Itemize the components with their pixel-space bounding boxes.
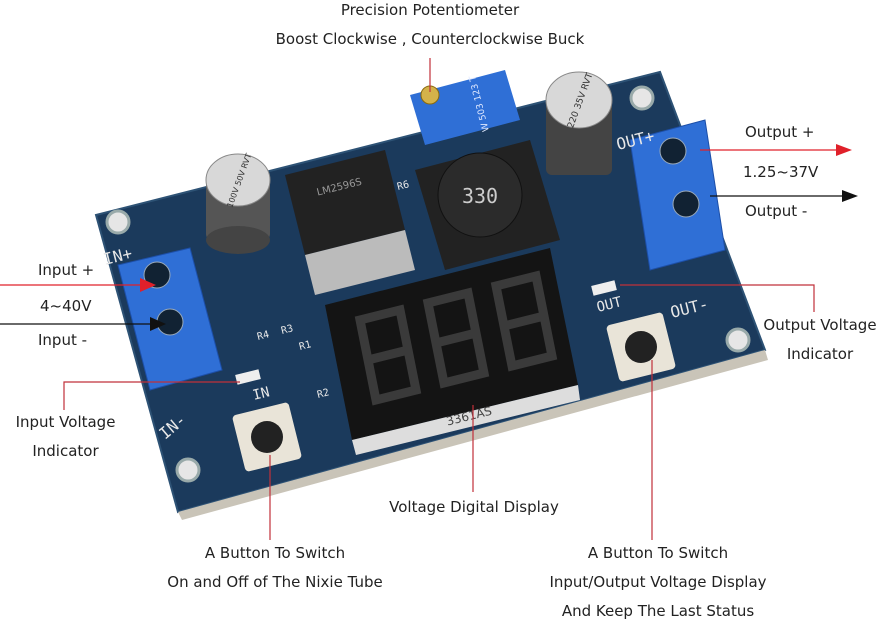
capacitor-left: 100V 50V RVT <box>205 152 271 254</box>
label-line: Output Voltage <box>763 316 877 334</box>
potentiometer: W 503 123 T <box>410 70 520 145</box>
mounting-holes <box>105 85 751 483</box>
label-display: Voltage Digital Display <box>389 498 559 516</box>
seven-segment-display: 3361AS <box>325 248 580 455</box>
label-input-indicator: Input Voltage Indicator <box>8 408 123 466</box>
label-line: A Button To Switch <box>204 544 346 562</box>
label-line: On and Off of The Nixie Tube <box>167 573 383 591</box>
label-input-range: 4~40V <box>40 297 92 315</box>
silk-in-led: IN <box>251 384 271 404</box>
silk-resistor: R4 <box>256 329 270 343</box>
label-line: Indicator <box>786 345 854 363</box>
label-line: And Keep The Last Status <box>561 602 755 620</box>
label-line: Precision Potentiometer <box>340 1 520 19</box>
label-line: Indicator <box>32 442 99 460</box>
label-line: A Button To Switch <box>587 544 729 562</box>
inductor-marking: 330 <box>462 184 498 208</box>
label-output-indicator: Output Voltage Indicator <box>755 311 884 369</box>
label-input-plus: Input + <box>38 261 95 279</box>
label-button-left: A Button To Switch On and Off of The Nix… <box>145 539 405 597</box>
silk-resistor: R2 <box>316 387 330 401</box>
inductor: 330 <box>415 140 560 270</box>
leader-output-indicator <box>620 284 815 312</box>
io-switch-button[interactable] <box>606 312 676 382</box>
silk-out-led: OUT <box>595 294 624 316</box>
label-output-range: 1.25~37V <box>743 163 819 181</box>
label-potentiometer: Precision Potentiometer Boost Clockwise … <box>230 0 630 54</box>
label-line: Boost Clockwise , Counterclockwise Buck <box>275 30 585 48</box>
label-output-plus: Output + <box>745 123 815 141</box>
label-line: Input Voltage <box>15 413 116 431</box>
label-line: Input/Output Voltage Display <box>549 573 767 591</box>
leader-input-indicator <box>63 381 240 410</box>
nixie-toggle-button[interactable] <box>232 402 302 472</box>
label-input-minus: Input - <box>38 331 88 349</box>
label-button-right: A Button To Switch Input/Output Voltage … <box>520 539 796 626</box>
capacitor-right: 220 35V RVT <box>545 71 613 175</box>
output-terminal-block[interactable] <box>629 119 726 271</box>
output-led <box>591 280 617 296</box>
silk-resistor: R3 <box>280 323 294 337</box>
silk-resistor: R6 <box>396 179 410 193</box>
input-led <box>235 369 261 385</box>
label-output-minus: Output - <box>745 202 808 220</box>
silk-resistor: R1 <box>298 339 312 353</box>
regulator-ic: LM2596S <box>285 150 415 295</box>
